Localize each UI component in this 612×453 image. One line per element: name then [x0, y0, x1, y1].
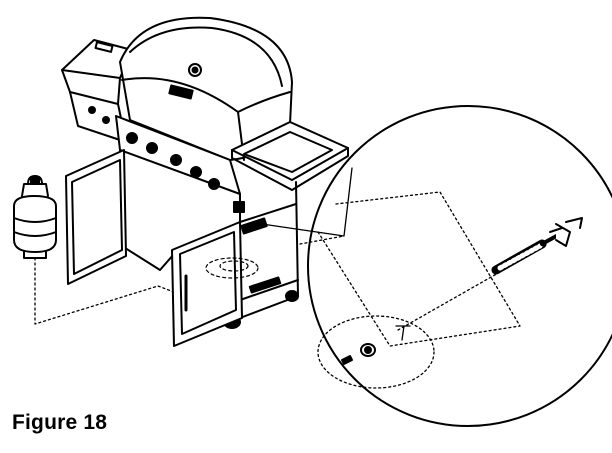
fitting-parts-icon — [342, 344, 375, 364]
magnifier-circle — [308, 106, 612, 426]
grill-drawing — [62, 18, 348, 346]
figure-caption: Figure 18 — [12, 411, 108, 434]
propane-tank-icon — [14, 176, 56, 258]
base-floor-ellipse-inner — [220, 261, 248, 271]
base-floor-ellipse — [206, 258, 258, 278]
magnifier-leader-dotted — [300, 236, 344, 244]
magnifier-leader-line — [262, 168, 352, 236]
regulator-hose-icon — [496, 218, 582, 270]
tank-connection-line — [35, 258, 222, 324]
